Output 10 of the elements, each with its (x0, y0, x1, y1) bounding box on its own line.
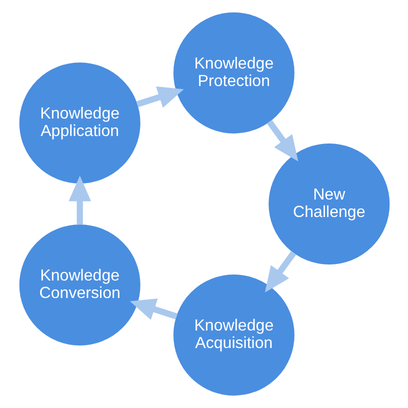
node-circle: Knowledge Application (18, 62, 140, 184)
node-circle: Knowledge Conversion (18, 224, 140, 346)
arrow (264, 250, 296, 292)
arrow (129, 298, 177, 320)
arrow (136, 86, 184, 108)
node-circle: New Challenge (268, 143, 390, 265)
node-circle: Knowledge Protection (172, 12, 294, 134)
node-circle: Knowledge Acquisition (172, 274, 294, 396)
arrow (266, 120, 298, 162)
arrow (68, 176, 91, 225)
